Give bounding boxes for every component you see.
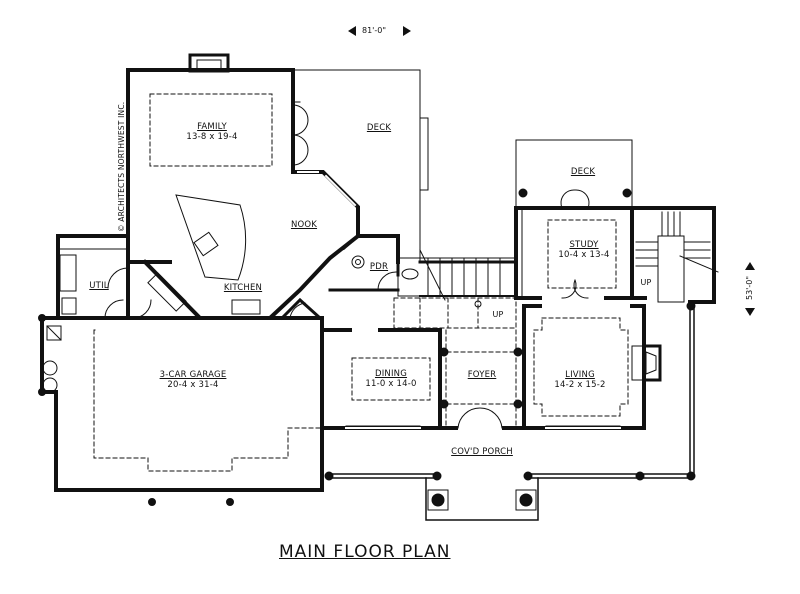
porch-rail [329, 307, 695, 521]
room-size: 11-0 x 14-0 [365, 379, 417, 389]
study-deck-outline [515, 139, 633, 209]
room-name: UTIL [89, 281, 109, 291]
util-walls [56, 234, 322, 320]
kitchen-island [175, 194, 247, 281]
right-stair-walls [630, 206, 716, 304]
garage-walls [40, 316, 324, 492]
room-deck-study: DECK [571, 167, 595, 177]
room-living: LIVING 14-2 x 15-2 [554, 370, 605, 390]
room-util: UTIL [89, 281, 108, 291]
room-porch: COV'D PORCH [451, 447, 513, 457]
room-size: 20-4 x 31-4 [167, 380, 219, 390]
copyright-notice: © ARCHITECTS NORTHWEST INC. [117, 101, 126, 232]
dim-arrow-right [403, 26, 411, 36]
room-name: DECK [570, 167, 596, 177]
room-nook: NOOK [291, 220, 317, 230]
family-room-walls [126, 68, 295, 262]
plan-title: MAIN FLOOR PLAN [279, 542, 451, 562]
dim-arrow-down [745, 308, 755, 316]
room-name: LIVING [565, 370, 595, 380]
room-name: KITCHEN [223, 283, 263, 293]
dim-arrow-left [348, 26, 356, 36]
room-dining: DINING 11-0 x 14-0 [365, 369, 416, 389]
room-name: STUDY [569, 240, 599, 250]
room-kitchen: KITCHEN [224, 283, 262, 293]
room-family: FAMILY 13-8 x 19-4 [186, 122, 237, 142]
room-name: FAMILY [197, 122, 227, 132]
room-deck-rear: DECK [367, 123, 391, 133]
fireplace-family [188, 53, 230, 73]
stair-up-label: UP [492, 310, 504, 319]
room-size: 13-8 x 19-4 [186, 132, 238, 142]
room-name: PDR [369, 262, 389, 272]
study-walls [514, 206, 634, 300]
room-garage: 3-CAR GARAGE 20-4 x 31-4 [160, 370, 227, 390]
room-name: FOYER [467, 370, 497, 380]
room-size: 10-4 x 13-4 [558, 250, 610, 260]
room-size: 14-2 x 15-2 [554, 380, 606, 390]
stair-up-label: UP [640, 278, 652, 287]
room-name: NOOK [290, 220, 318, 230]
overall-width-dimension: 81'-0" [362, 26, 387, 35]
room-study: STUDY 10-4 x 13-4 [558, 240, 609, 260]
room-name: 3-CAR GARAGE [159, 370, 227, 380]
rear-deck-outline [292, 69, 421, 263]
room-pdr: PDR [370, 262, 388, 272]
dim-arrow-up [745, 262, 755, 270]
room-foyer: FOYER [468, 370, 497, 380]
room-name: COV'D PORCH [451, 447, 513, 457]
room-name: DINING [374, 369, 408, 379]
overall-depth-dimension: 53'-0" [745, 275, 754, 300]
room-name: DECK [366, 123, 392, 133]
